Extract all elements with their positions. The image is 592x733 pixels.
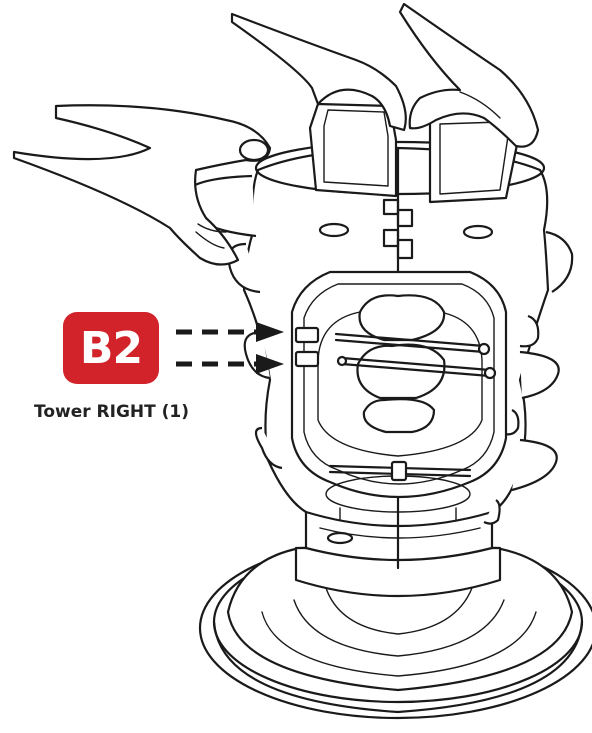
tower-pockets-right: [483, 230, 574, 525]
inner-mechanism: [328, 294, 497, 482]
tower-top-cap: [308, 102, 522, 260]
insert-arrow-icon: [176, 322, 284, 374]
part-badge: B2: [63, 312, 159, 384]
part-caption: Tower RIGHT (1): [34, 402, 190, 422]
hand-icon: [12, 2, 540, 266]
